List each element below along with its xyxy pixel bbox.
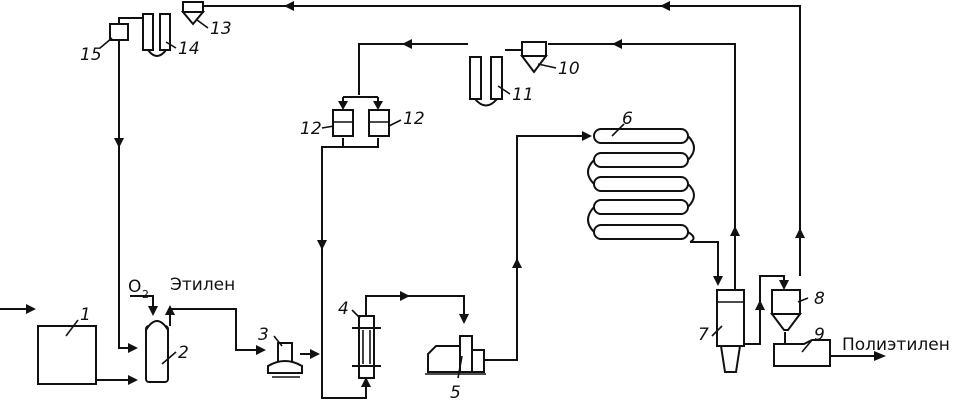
line-5-to-6: [484, 135, 586, 361]
line-6-to-7: [690, 241, 719, 282]
label-2: 2: [178, 343, 189, 363]
arrow-3-joint: [310, 349, 320, 359]
arrow-into-4: [361, 377, 371, 387]
oxygen-feed-line: [130, 295, 154, 310]
cooler-12b: [368, 109, 390, 137]
filter-11: [469, 56, 503, 107]
arrow-1-2: [128, 375, 138, 385]
line-7-to-10: [548, 43, 736, 290]
granulator-9: [773, 339, 831, 367]
arrow-into-3: [256, 345, 266, 355]
cooler-12a: [332, 109, 354, 137]
oxygen-label: O: [128, 277, 141, 297]
cyclone-10: [520, 41, 548, 74]
arrow-7-up: [730, 226, 740, 236]
label-12b: 12: [403, 109, 425, 129]
cooler-15: [109, 23, 129, 41]
arrow-into-7: [713, 276, 723, 286]
tubular-reactor-6: [587, 128, 695, 243]
arrow-into-12b: [373, 101, 383, 110]
recycle-line-15-to-2: [118, 38, 134, 349]
label-8: 8: [814, 289, 825, 309]
arrow-5-6-up: [512, 258, 522, 268]
arrow-top-1: [660, 1, 670, 11]
label-11: 11: [512, 85, 534, 105]
hopper-8: [770, 289, 802, 331]
line-8-to-13: [192, 5, 801, 276]
arrow-into-6: [582, 131, 592, 141]
recycle-line-12-to-4: [321, 138, 367, 399]
vessel-1: [37, 325, 97, 385]
heat-exchanger-4: [352, 315, 381, 379]
arrow-oxygen: [148, 306, 158, 316]
label-4: 4: [338, 299, 349, 319]
label-15: 15: [80, 45, 102, 65]
line-4-to-5: [365, 295, 465, 318]
label-13: 13: [210, 19, 232, 39]
label-5: 5: [450, 383, 461, 403]
arrow-top-2: [284, 1, 294, 11]
arrow-recycle-12-down: [317, 240, 327, 250]
oxygen-subscript: 2: [142, 288, 149, 301]
label-9: 9: [814, 325, 825, 345]
arrow-into-5: [459, 314, 469, 324]
arrow-recycle-into-2: [128, 343, 138, 353]
arrow-up-from-2: [165, 305, 175, 315]
arrow-4-5-mid: [400, 291, 410, 301]
split-to-12s: [342, 96, 379, 104]
label-14: 14: [178, 39, 200, 59]
arrow-feed: [26, 304, 36, 314]
link-12b: [343, 138, 379, 148]
unit-2: [145, 320, 169, 383]
ethylene-label: Этилен: [170, 275, 235, 295]
pump-3: [267, 342, 303, 378]
cyclone-13: [180, 1, 206, 26]
arrow-toward-10: [612, 39, 622, 49]
arrow-into-8: [779, 280, 789, 290]
separator-7: [716, 289, 745, 373]
leader-lines: [65, 19, 813, 379]
arrow-product: [874, 351, 886, 361]
compressor-5: [425, 335, 486, 375]
line-7-to-8: [744, 275, 785, 345]
arrow-toward-11: [402, 39, 412, 49]
label-6: 6: [622, 109, 633, 129]
label-10: 10: [558, 59, 580, 79]
arrow-recycle-down: [114, 138, 124, 148]
label-7: 7: [698, 325, 709, 345]
label-3: 3: [258, 325, 269, 345]
arrow-8-up: [795, 228, 805, 238]
filter-14: [142, 13, 171, 57]
polyethylene-label: Полиэтилен: [842, 335, 950, 355]
label-12a: 12: [300, 119, 322, 139]
label-1: 1: [80, 305, 91, 325]
arrow-7-8-up: [755, 300, 765, 310]
line-11-to-12: [358, 43, 468, 95]
arrow-into-12a: [338, 101, 348, 110]
